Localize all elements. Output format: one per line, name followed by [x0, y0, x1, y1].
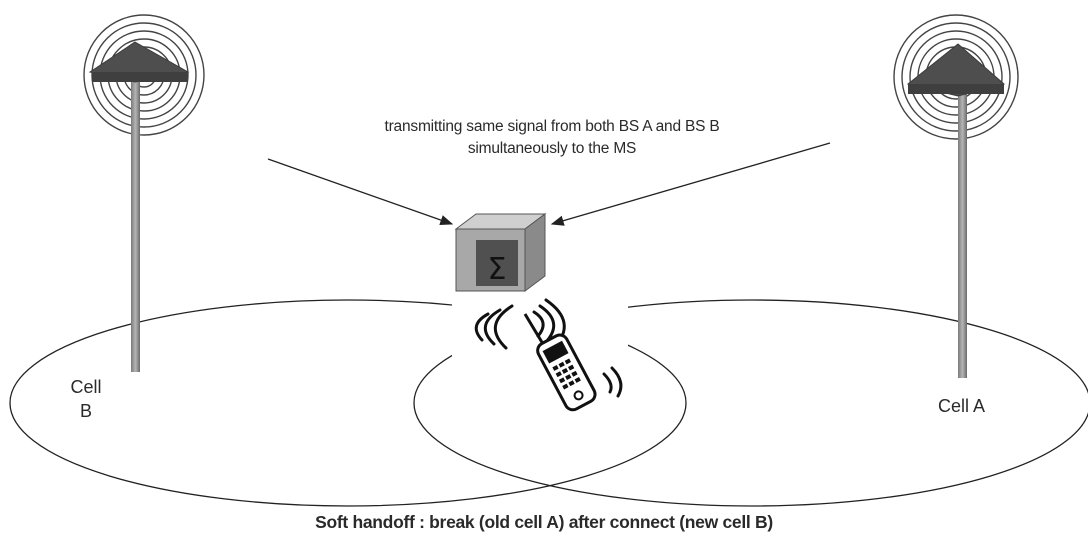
cell-b-label: Cell B — [56, 375, 116, 423]
combiner-cube: Σ — [454, 213, 547, 292]
phone-icon — [536, 333, 597, 412]
mobile-station — [452, 298, 628, 412]
antenna-mast-b — [131, 78, 140, 372]
cell-b-label-line-2: B — [79, 401, 92, 421]
arrow-from-bs-a — [550, 142, 831, 226]
simultaneous-transmission-annotation: transmitting same signal from both BS A … — [272, 116, 832, 160]
antenna-mast-a — [958, 88, 967, 378]
cell-b-coverage — [9, 299, 687, 507]
annotation-line-2: simultaneously to the MS — [467, 140, 637, 157]
arrow-from-bs-b — [267, 158, 454, 226]
antenna-head-a — [906, 43, 1006, 97]
base-station-b — [83, 14, 205, 372]
cell-b-label-line-1: Cell — [70, 377, 102, 397]
diagram-caption: Soft handoff : break (old cell A) after … — [315, 512, 773, 532]
cell-a-label: Cell A — [938, 396, 986, 416]
cell-a-coverage — [413, 299, 1088, 507]
sigma-symbol: Σ — [488, 252, 507, 287]
base-station-a — [893, 14, 1019, 378]
phone-antenna — [523, 313, 545, 345]
annotation-line-1: transmitting same signal from both BS A … — [384, 118, 720, 135]
